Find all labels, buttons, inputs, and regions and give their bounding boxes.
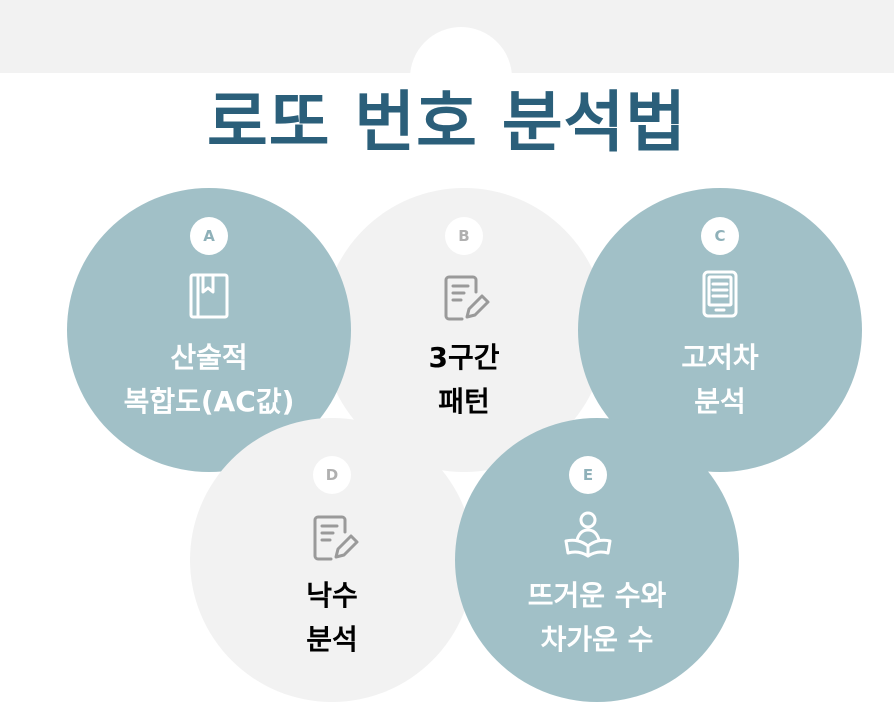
label-b-line2: 패턴 (438, 385, 490, 418)
ereader-icon (702, 270, 738, 318)
label-a-line1: 산술적 (170, 341, 248, 374)
label-a-line2: 복합도(AC값) (123, 385, 295, 418)
label-d-line2: 분석 (306, 623, 358, 656)
page-title: 로또 번호 분석법 (207, 84, 687, 161)
badge-b: B (445, 217, 483, 255)
badge-c: C (701, 217, 739, 255)
book-icon (189, 273, 229, 319)
label-e-line1: 뜨거운 수와 (527, 579, 667, 612)
label-e: 뜨거운 수와 차가운 수 (457, 574, 737, 662)
badge-e: E (569, 456, 607, 494)
edit-document-icon (313, 515, 359, 561)
badge-d: D (313, 456, 351, 494)
label-a: 산술적 복합도(AC값) (69, 336, 349, 424)
label-c: 고저차 분석 (580, 336, 860, 424)
reader-person-icon (564, 511, 612, 558)
top-notch (410, 27, 512, 129)
edit-document-icon (444, 275, 490, 321)
label-e-line2: 차가운 수 (540, 623, 654, 656)
badge-a: A (190, 217, 228, 255)
label-c-line2: 분석 (694, 385, 746, 418)
label-c-line1: 고저차 (681, 341, 759, 374)
label-b: 3구간 패턴 (324, 336, 604, 424)
label-d-line1: 낙수 (306, 579, 358, 612)
label-b-line1: 3구간 (428, 341, 500, 374)
label-d: 낙수 분석 (192, 574, 472, 662)
